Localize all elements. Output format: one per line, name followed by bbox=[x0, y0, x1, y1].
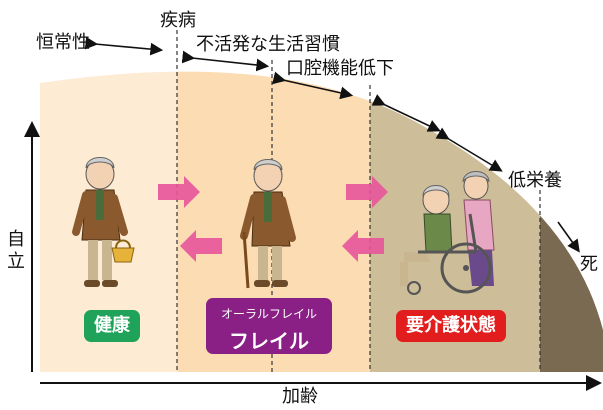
label-aging: 加齢 bbox=[282, 386, 318, 407]
label-inactive-lifestyle: 不活発な生活習慣 bbox=[196, 34, 340, 55]
stage-badge-healthy: 健康 bbox=[84, 310, 140, 342]
transition-arrows bbox=[158, 176, 388, 262]
stage-oral-frailty-subtext: オーラルフレイル bbox=[220, 307, 317, 321]
arrow-right-1 bbox=[158, 176, 200, 208]
label-disease: 疾病 bbox=[160, 10, 196, 31]
band-death bbox=[540, 71, 603, 372]
healthy-elder-with-basket-icon bbox=[72, 157, 135, 287]
elder-in-wheelchair-with-caregiver-icon bbox=[400, 171, 495, 295]
elder-with-cane-icon bbox=[240, 159, 296, 289]
arrow-left-2 bbox=[342, 230, 384, 262]
label-independence-2: 立 bbox=[7, 251, 25, 272]
arrow-right-2 bbox=[346, 176, 388, 208]
label-death: 死 bbox=[580, 254, 598, 275]
stage-badge-oral-frailty: オーラルフレイル フレイル bbox=[206, 298, 332, 354]
stage-healthy-text: 健康 bbox=[94, 315, 130, 336]
arrow-left-1 bbox=[180, 230, 222, 262]
factor-arrows bbox=[84, 36, 580, 253]
stage-badge-care-needed: 要介護状態 bbox=[396, 310, 506, 342]
label-oral-decline: 口腔機能低下 bbox=[286, 58, 394, 79]
stage-oral-frailty-text: フレイル bbox=[229, 329, 309, 353]
stage-care-needed-text: 要介護状態 bbox=[406, 315, 496, 336]
label-malnutrition: 低栄養 bbox=[508, 170, 562, 191]
label-homeostasis: 恒常性 bbox=[36, 32, 90, 53]
label-independence-1: 自 bbox=[7, 229, 25, 250]
